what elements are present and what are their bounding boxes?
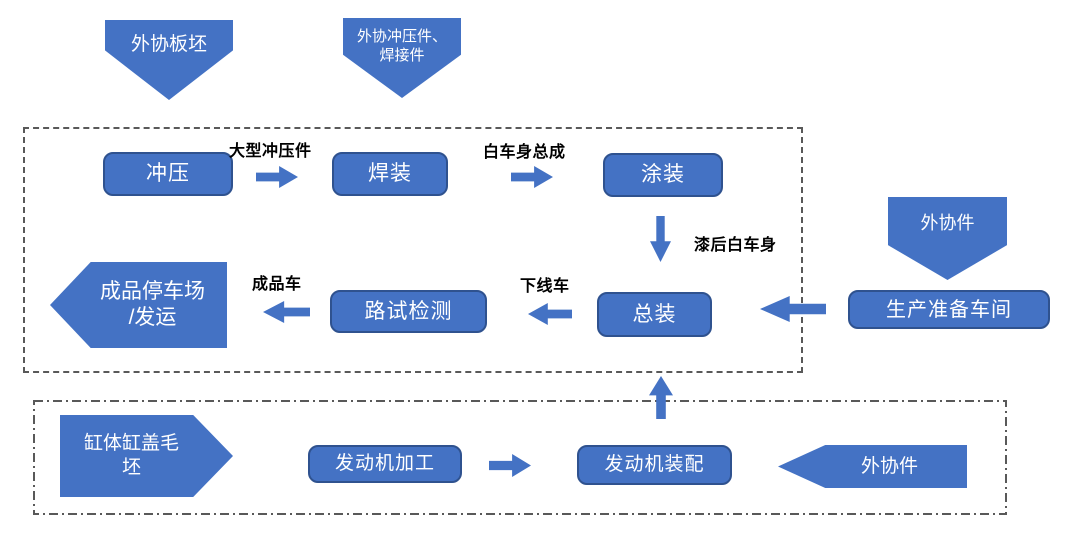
node-label-line2: /发运 [128, 306, 177, 329]
input-label: 外协板坯 [130, 34, 207, 55]
input-stamping-welding-parts: 外协冲压件、 焊接件 [343, 18, 461, 98]
label-large-stampings: 大型冲压件 [229, 143, 312, 160]
node-welding: 焊装 [332, 152, 448, 196]
node-assembly: 总装 [597, 292, 712, 337]
label-offline-vehicle: 下线车 [520, 278, 570, 295]
input-label-line1: 外协冲压件、 [356, 28, 447, 45]
node-production-prep-workshop: 生产准备车间 [848, 290, 1050, 329]
node-engine-machining: 发动机加工 [308, 445, 462, 483]
node-label-line2: 坯 [121, 457, 141, 478]
input-label: 外协件 [860, 455, 918, 477]
input-outsourced-parts-top: 外协件 [888, 197, 1007, 280]
label-finished-vehicle: 成品车 [252, 276, 302, 293]
node-road-test: 路试检测 [330, 290, 487, 333]
input-label-line2: 焊接件 [379, 46, 425, 64]
node-label-line1: 成品停车场 [100, 279, 205, 303]
input-label: 外协件 [920, 213, 975, 233]
vehicle-plant-boundary [23, 127, 803, 373]
node-engine-assembly: 发动机装配 [577, 445, 732, 485]
node-label-line1: 缸体缸盖毛 [83, 433, 179, 455]
input-board-blank: 外协板坯 [105, 20, 233, 100]
engine-plant-boundary [33, 400, 1007, 515]
node-stamping: 冲压 [103, 152, 233, 196]
node-cylinder-blank: 缸体缸盖毛 坯 [60, 415, 233, 497]
node-painting: 涂装 [603, 153, 723, 197]
node-finished-parking-shipping: 成品停车场 /发运 [50, 262, 227, 348]
label-body-in-white: 白车身总成 [483, 144, 566, 161]
label-painted-body: 漆后白车身 [694, 237, 777, 254]
